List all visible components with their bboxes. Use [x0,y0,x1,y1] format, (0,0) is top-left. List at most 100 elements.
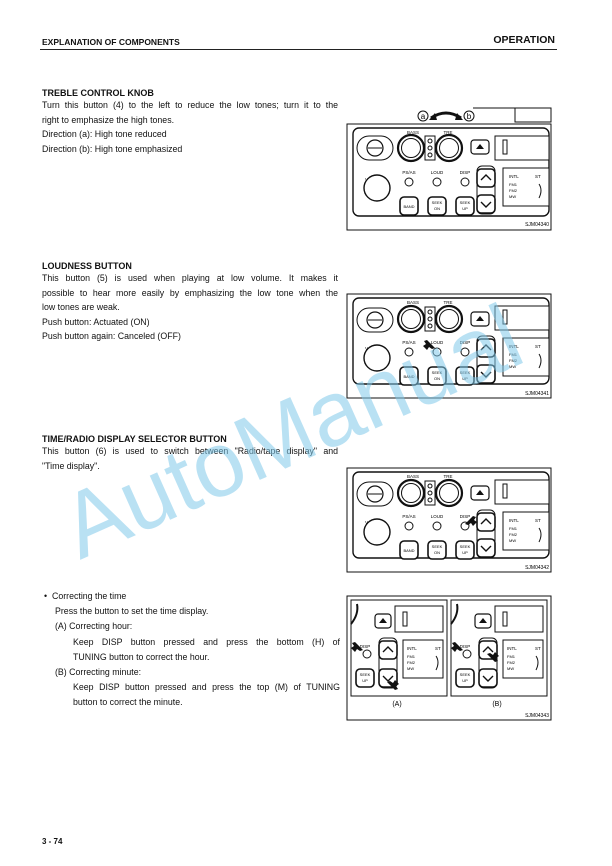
loud-button-icon [432,177,442,187]
mw-label: MW [509,364,516,369]
mw-label: MW [507,666,514,671]
st-label: ST [435,646,441,651]
disp-label: DISP [460,514,471,519]
svg-text:UP: UP [462,206,468,211]
figure-loudness: BASS TRE VOL PS/AS LOUD DISP BAND SEEKON… [343,292,555,402]
svg-text:UP: UP [462,678,468,683]
fm1-label: FM1 [509,526,518,531]
disp-label: DISP [460,644,471,649]
correcting-time-block: • Correcting the time Press the button t… [44,589,340,711]
st-label: ST [535,646,541,651]
disp-button-icon [362,649,372,659]
treble-knob-icon [434,133,464,163]
text-line: "Time display". [42,460,100,471]
loud-button-icon [432,347,442,357]
pointer-arrow-icon [351,642,363,652]
svg-text:ON: ON [434,550,440,555]
treble-knob-icon [434,304,464,334]
tre-label: TRE [444,130,453,135]
section-title-treble: TREBLE CONTROL KNOB [42,88,154,98]
panel-a-label: (A) [392,701,401,708]
st-label: ST [535,344,541,349]
text-line: Direction (b): High tone emphasized [42,143,183,154]
fm2-label: FM2 [509,532,518,537]
fm2-label: FM2 [509,188,518,193]
svg-text:ON: ON [434,376,440,381]
disp-label: DISP [460,170,471,175]
svg-text:SEEK: SEEK [432,200,443,205]
correcting-intro: Press the button to set the time display… [55,606,209,617]
text-line: Push button again: Canceled (OFF) [42,331,181,342]
intl-label: INTL [407,646,417,651]
tre-label: TRE [444,300,453,305]
fm1-label: FM1 [509,352,518,357]
pointer-arrow-icon [487,652,499,662]
text-line: Keep DISP button pressed and press the t… [73,682,340,693]
svg-text:SEEK: SEEK [460,200,471,205]
intl-label: INTL [509,344,519,349]
svg-text:SEEK: SEEK [432,370,443,375]
fm1-label: FM1 [507,654,516,659]
mw-label: MW [407,666,414,671]
section-title-display-selector: TIME/RADIO DISPLAY SELECTOR BUTTON [42,434,227,444]
psas-label: PS/AS [402,340,415,345]
intl-label: INTL [509,518,519,523]
text-line: button to correct the minute. [73,697,183,708]
psas-label: PS/AS [402,170,415,175]
mw-label: MW [509,194,516,199]
section-text-display-selector: This button (6) is used to switch betwee… [42,444,338,473]
loud-label: LOUD [431,514,444,519]
svg-text:UP: UP [462,550,468,555]
text-line: TUNING button to correct the hour. [73,651,210,662]
text-line: low tones are weak. [42,302,120,313]
text-line: possible to hear more easily by emphasiz… [42,287,338,298]
correcting-title: Correcting the time [51,591,127,601]
section-text-loudness: This button (5) is used when playing at … [42,271,338,344]
correcting-hour-label: (A) Correcting hour: [55,621,133,632]
pointer-arrow-icon [387,680,399,690]
band-label: BAND [403,204,414,209]
bass-label: BASS [407,474,419,479]
figure-code: SJM04343 [525,713,549,719]
figure-code: SJM04342 [525,565,549,571]
treble-knob-icon [434,478,464,508]
st-label: ST [535,518,541,523]
section-title-loudness: LOUDNESS BUTTON [42,261,132,271]
header-chapter-title: OPERATION [493,34,555,46]
fm1-label: FM1 [509,182,518,187]
svg-text:SEEK: SEEK [460,544,471,549]
svg-text:SEEK: SEEK [460,672,471,677]
text-line: Turn this button (4) to the left to redu… [42,100,338,110]
disp-label: DISP [460,340,471,345]
text-line: Direction (a): High tone reduced [42,129,167,140]
panel-b-label: (B) [492,701,501,708]
header-divider [40,49,557,50]
text-line: Push button: Actuated (ON) [42,316,150,327]
bass-label: BASS [407,130,419,135]
svg-text:UP: UP [462,376,468,381]
disp-button-icon [462,649,472,659]
pointer-arrow-icon [465,516,477,526]
intl-label: INTL [509,174,519,179]
svg-text:ON: ON [434,206,440,211]
svg-text:SEEK: SEEK [360,672,371,677]
disp-button-icon [460,177,470,187]
text-line: Keep DISP button pressed and press the b… [73,636,340,647]
band-label: BAND [403,374,414,379]
bass-label: BASS [407,300,419,305]
figure-display-selector: BASS TRE VOL PS/AS LOUD DISP BAND SEEKON… [343,466,555,576]
direction-b-label: b [467,112,472,121]
psas-button-icon [404,177,414,187]
figure-code: SJM04341 [525,391,549,397]
psas-label: PS/AS [402,514,415,519]
figure-treble: a b BASS TRE VOL PS/AS LOUD DISP BAND [343,106,555,236]
fm2-label: FM2 [507,660,516,665]
pointer-arrow-icon [451,642,463,652]
fm2-label: FM2 [407,660,416,665]
svg-text:UP: UP [362,678,368,683]
direction-a-label: a [421,112,426,121]
disp-label: DISP [360,644,371,649]
intl-label: INTL [507,646,517,651]
